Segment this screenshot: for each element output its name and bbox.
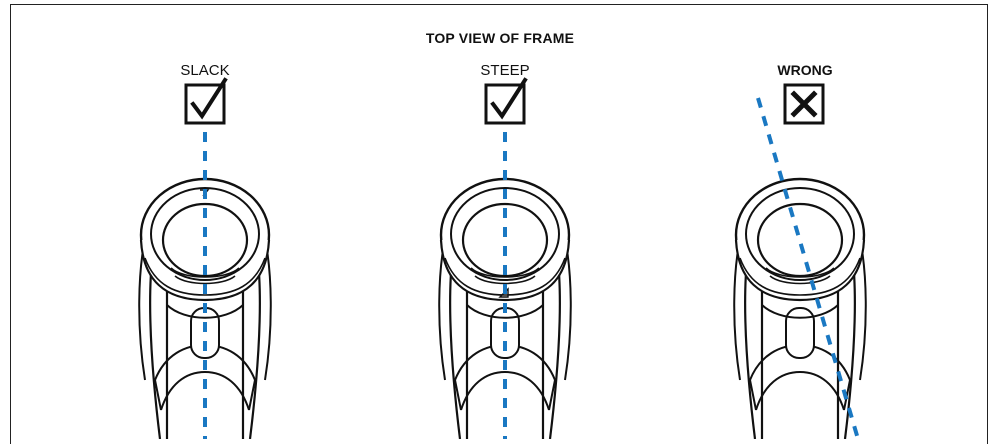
wrong-guide-line xyxy=(756,97,860,439)
x-icon xyxy=(783,83,825,125)
diagram-border xyxy=(10,4,988,444)
panel-label-wrong: WRONG xyxy=(777,62,833,78)
check-icon xyxy=(484,77,528,125)
diagram-title: TOP VIEW OF FRAME xyxy=(425,30,575,46)
check-icon xyxy=(184,77,228,125)
wrong-frame xyxy=(733,177,867,439)
panel-label-steep: STEEP xyxy=(480,62,530,79)
panel-label-slack: SLACK xyxy=(180,62,230,79)
